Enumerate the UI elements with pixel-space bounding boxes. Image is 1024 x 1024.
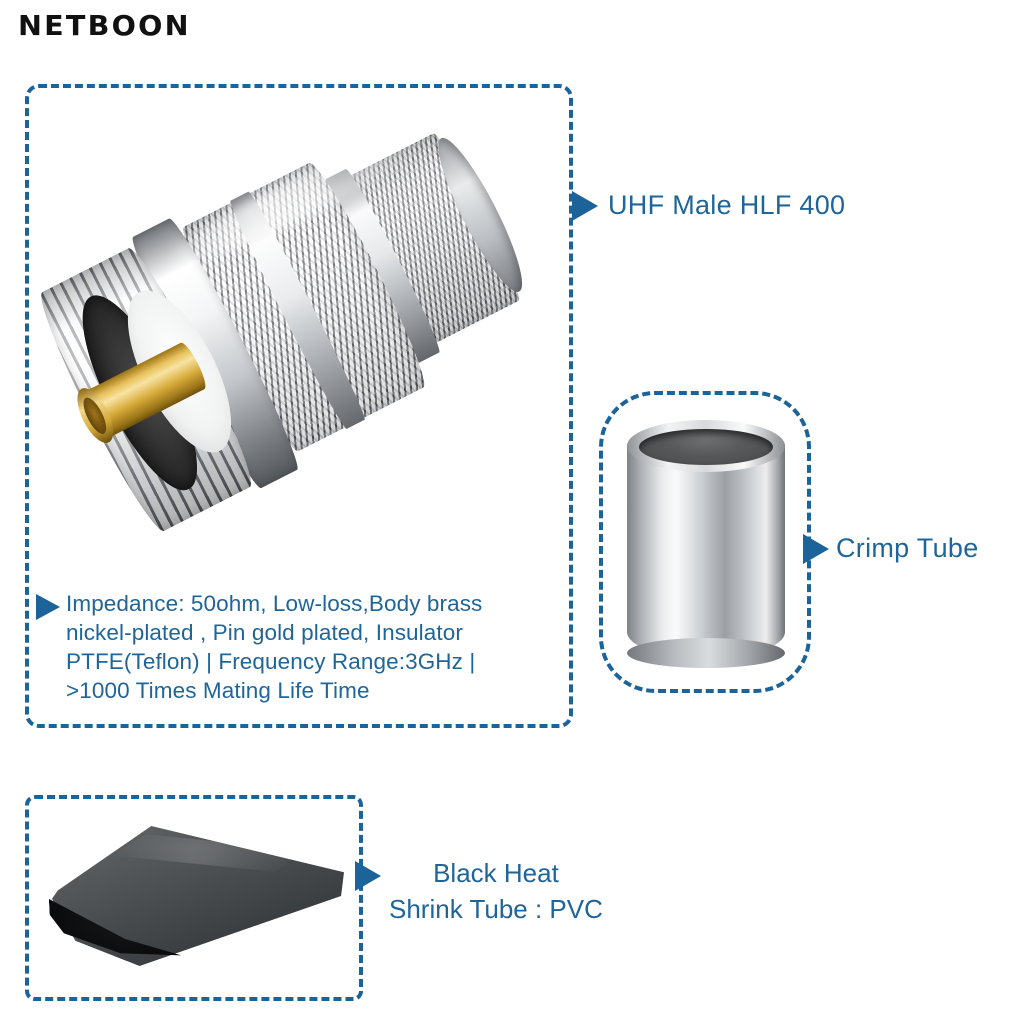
crimp-tube-image <box>623 420 789 668</box>
triangle-right-icon <box>572 191 598 221</box>
callout-heat-shrink-line2: Shrink Tube : PVC <box>389 894 603 924</box>
crimp-tube-barrel <box>627 444 785 658</box>
callout-crimp-label: Crimp Tube <box>836 533 979 563</box>
triangle-right-icon <box>355 861 381 891</box>
callout-specifications: Impedance: 50ohm, Low-loss,Body brass ni… <box>36 589 556 705</box>
callout-crimp-tube: Crimp Tube <box>803 531 979 565</box>
triangle-right-icon <box>36 594 60 620</box>
heat-shrink-tube-image <box>52 826 344 966</box>
specifications-text: Impedance: 50ohm, Low-loss,Body brass ni… <box>66 591 483 703</box>
heat-shrink-highlight-box <box>25 795 363 1001</box>
triangle-right-icon <box>803 534 829 564</box>
callout-uhf-male: UHF Male HLF 400 <box>572 188 845 222</box>
crimp-tube-bore <box>639 429 773 465</box>
crimp-tube-bottom-edge <box>627 638 785 668</box>
callout-uhf-label: UHF Male HLF 400 <box>608 190 846 220</box>
connector-highlight-box <box>25 84 573 728</box>
brand-logo: NETBOON <box>18 9 191 42</box>
callout-heat-shrink-line1: Black Heat <box>433 858 559 888</box>
